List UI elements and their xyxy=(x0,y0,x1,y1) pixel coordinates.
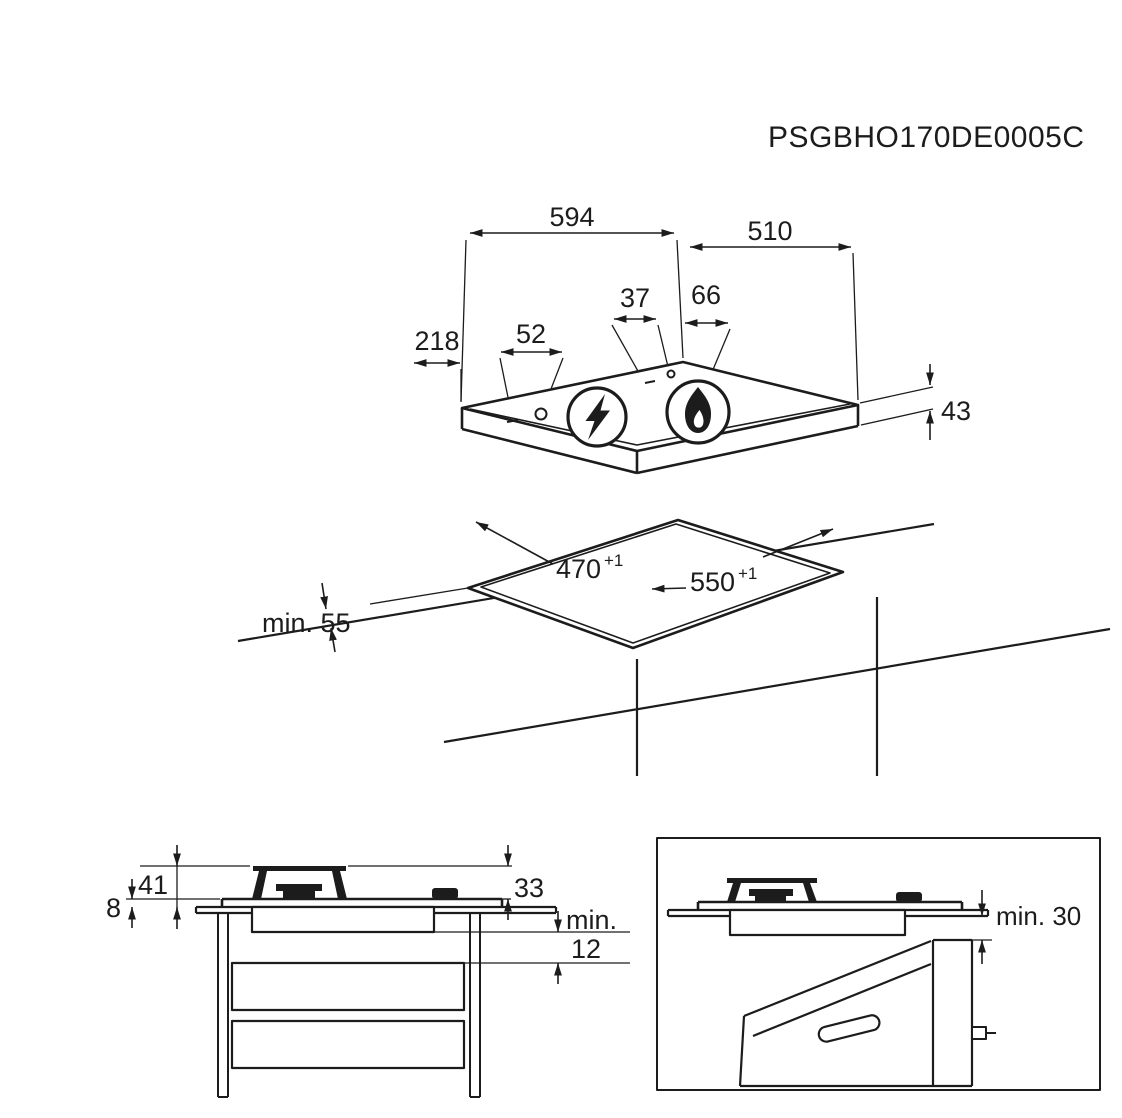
dim-thickness-label: 43 xyxy=(941,396,971,426)
isometric-hob-view: 594 510 37 66 52 218 43 xyxy=(414,202,971,475)
cutout-depth-tolerance: +1 xyxy=(604,551,623,570)
lightning-bolt-icon xyxy=(585,394,610,440)
dimension-labels: 594 510 37 66 52 218 43 xyxy=(414,202,971,426)
oven-side-knob xyxy=(971,1026,987,1040)
control-knob-right xyxy=(896,892,922,902)
below-clearance-value-label: 12 xyxy=(571,934,601,964)
electric-burner xyxy=(566,386,628,448)
hob-body-section-right xyxy=(728,908,907,937)
worktop-cutout-view: 470 +1 550 +1 min. 55 xyxy=(237,518,1111,776)
glass-height-label: 8 xyxy=(106,893,121,923)
oven-body xyxy=(738,938,996,1088)
dim-width-label: 594 xyxy=(549,202,594,232)
gas-burner xyxy=(665,379,731,445)
oven-clearance-view: min. 30 xyxy=(656,837,1101,1091)
cutout-depth-label: 470 xyxy=(556,554,601,584)
section-dimensions xyxy=(126,845,630,984)
cutout-dimension-arrows xyxy=(320,521,834,653)
dim-66-label: 66 xyxy=(691,280,721,310)
drawer-front-bottom xyxy=(230,1019,466,1070)
front-clearance-label: min. 55 xyxy=(262,608,351,638)
cutout-labels: 470 +1 550 +1 min. 55 xyxy=(262,551,757,638)
dim-218-label: 218 xyxy=(414,326,459,356)
flame-icon-highlight xyxy=(693,410,704,428)
hob-outline xyxy=(460,360,860,475)
grate-above-glass-label: 33 xyxy=(514,873,544,903)
oven-clearance-dimension xyxy=(972,890,992,964)
dim-52-label: 52 xyxy=(516,319,546,349)
grate-height-label: 41 xyxy=(138,870,168,900)
hob-glass-section-right xyxy=(696,900,964,910)
flame-icon xyxy=(685,387,711,433)
below-clearance-min-label: min. xyxy=(566,905,617,935)
burner-grate xyxy=(252,866,347,899)
dimension-lines xyxy=(414,229,934,440)
hob-body-section xyxy=(250,905,436,934)
oven-door-handle xyxy=(817,1014,881,1043)
view-frame xyxy=(656,837,1101,1091)
hob-glass-section xyxy=(220,897,504,907)
cutout-width-label: 550 xyxy=(690,567,735,597)
burner-grate-right xyxy=(727,878,817,902)
dimension-extension-lines xyxy=(460,239,934,426)
cutout-width-tolerance: +1 xyxy=(738,564,757,583)
cabinet-section xyxy=(217,913,481,1098)
ignition-marks xyxy=(506,369,676,423)
model-code: PSGBHO170DE0005C xyxy=(768,121,1085,154)
cutout-opening xyxy=(466,518,845,650)
hob-section-view: 41 8 33 min. 12 xyxy=(106,845,630,1098)
dim-37-label: 37 xyxy=(620,283,650,313)
oven-clearance-label: min. 30 xyxy=(996,901,1081,931)
section-labels: 41 8 33 min. 12 xyxy=(106,870,617,964)
control-knob xyxy=(432,888,458,899)
drawer-front-top xyxy=(230,961,466,1012)
dim-depth-label: 510 xyxy=(747,216,792,246)
